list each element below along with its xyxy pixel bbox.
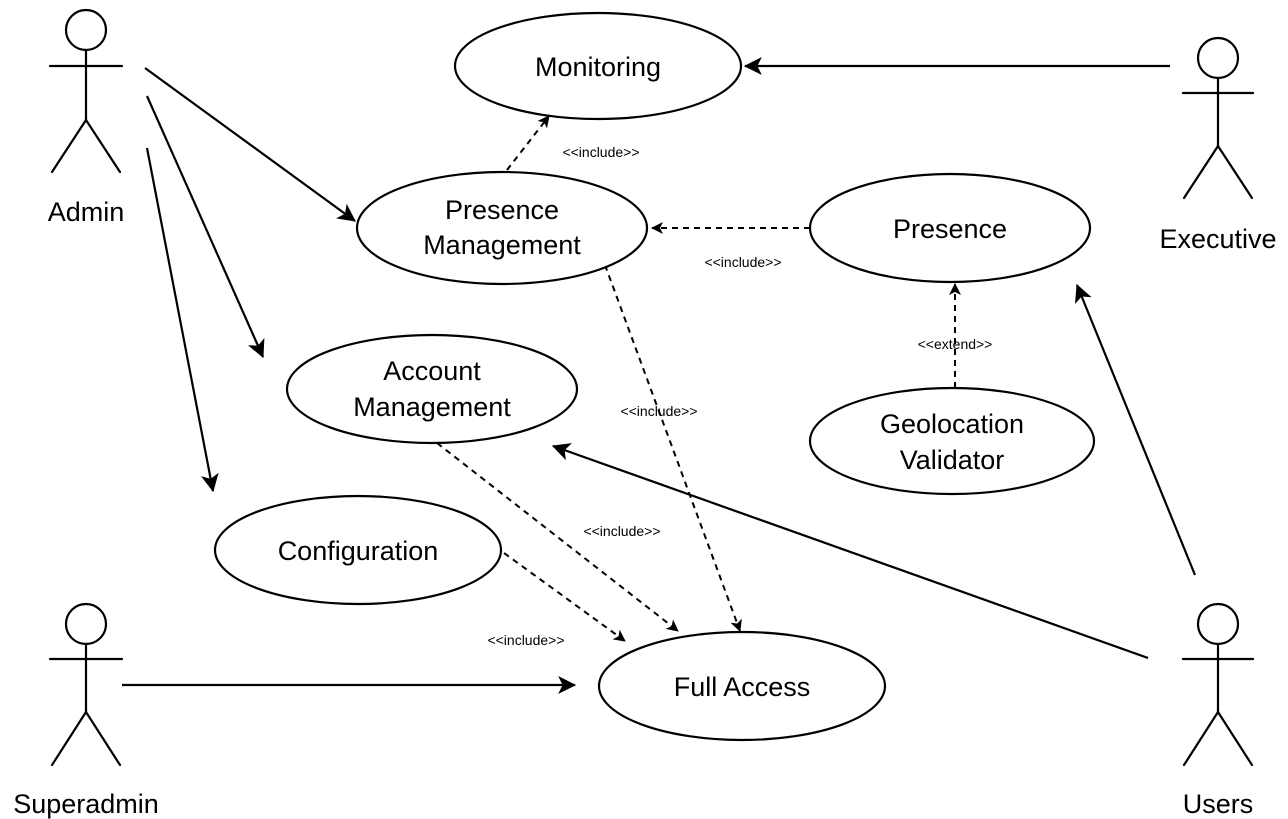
stick-figure-icon [48,8,124,174]
use-case-presence[interactable]: Presence [808,172,1092,284]
include-label: <<include>> [704,254,781,270]
actor-label: Superadmin [13,789,159,819]
am-full-include-line [436,442,679,632]
users-account-management-association [551,443,1149,660]
use-case-presence-management[interactable]: Presence Management [355,170,649,286]
pm-monitoring-include-line [506,115,550,171]
use-case-configuration[interactable]: Configuration [213,494,503,606]
use-case-label: Account [383,356,481,386]
actor-label: Admin [48,197,125,227]
stick-figure-icon [48,602,124,767]
use-case-label: Management [353,392,511,422]
stick-figure-icon [1181,36,1255,200]
actor-executive[interactable]: Executive [1159,36,1277,254]
use-case-label: Presence [893,214,1007,244]
use-case-label: Geolocation [880,409,1024,439]
include-label: <<include>> [487,632,564,648]
use-case-label: Presence [445,195,559,225]
users-presence-association [1075,283,1197,576]
use-case-label: Monitoring [535,52,661,82]
actor-label: Users [1183,789,1254,819]
use-case-label: Management [423,230,581,260]
include-label: <<include>> [583,523,660,539]
use-case-account-management[interactable]: Account Management [285,333,579,445]
actor-admin[interactable]: Admin [48,8,125,227]
extend-label: <<extend>> [918,336,993,352]
pm-full-include-line [604,264,742,632]
actor-label: Executive [1159,224,1276,254]
use-case-label: Configuration [278,536,439,566]
use-case-label: Full Access [674,672,811,702]
actor-superadmin[interactable]: Superadmin [13,602,159,819]
config-full-include-line [503,552,626,642]
admin-presence-management-association [144,67,356,222]
actor-users[interactable]: Users [1181,602,1255,819]
use-case-geolocation-validator[interactable]: Geolocation Validator [808,386,1096,496]
include-label: <<include>> [562,144,639,160]
use-case-full-access[interactable]: Full Access [597,630,887,742]
use-case-label: Validator [900,445,1005,475]
admin-configuration-association [145,147,219,493]
stick-figure-icon [1181,602,1255,767]
include-label: <<include>> [620,403,697,419]
use-case-monitoring[interactable]: Monitoring [453,11,743,121]
admin-account-management-association [145,95,265,359]
